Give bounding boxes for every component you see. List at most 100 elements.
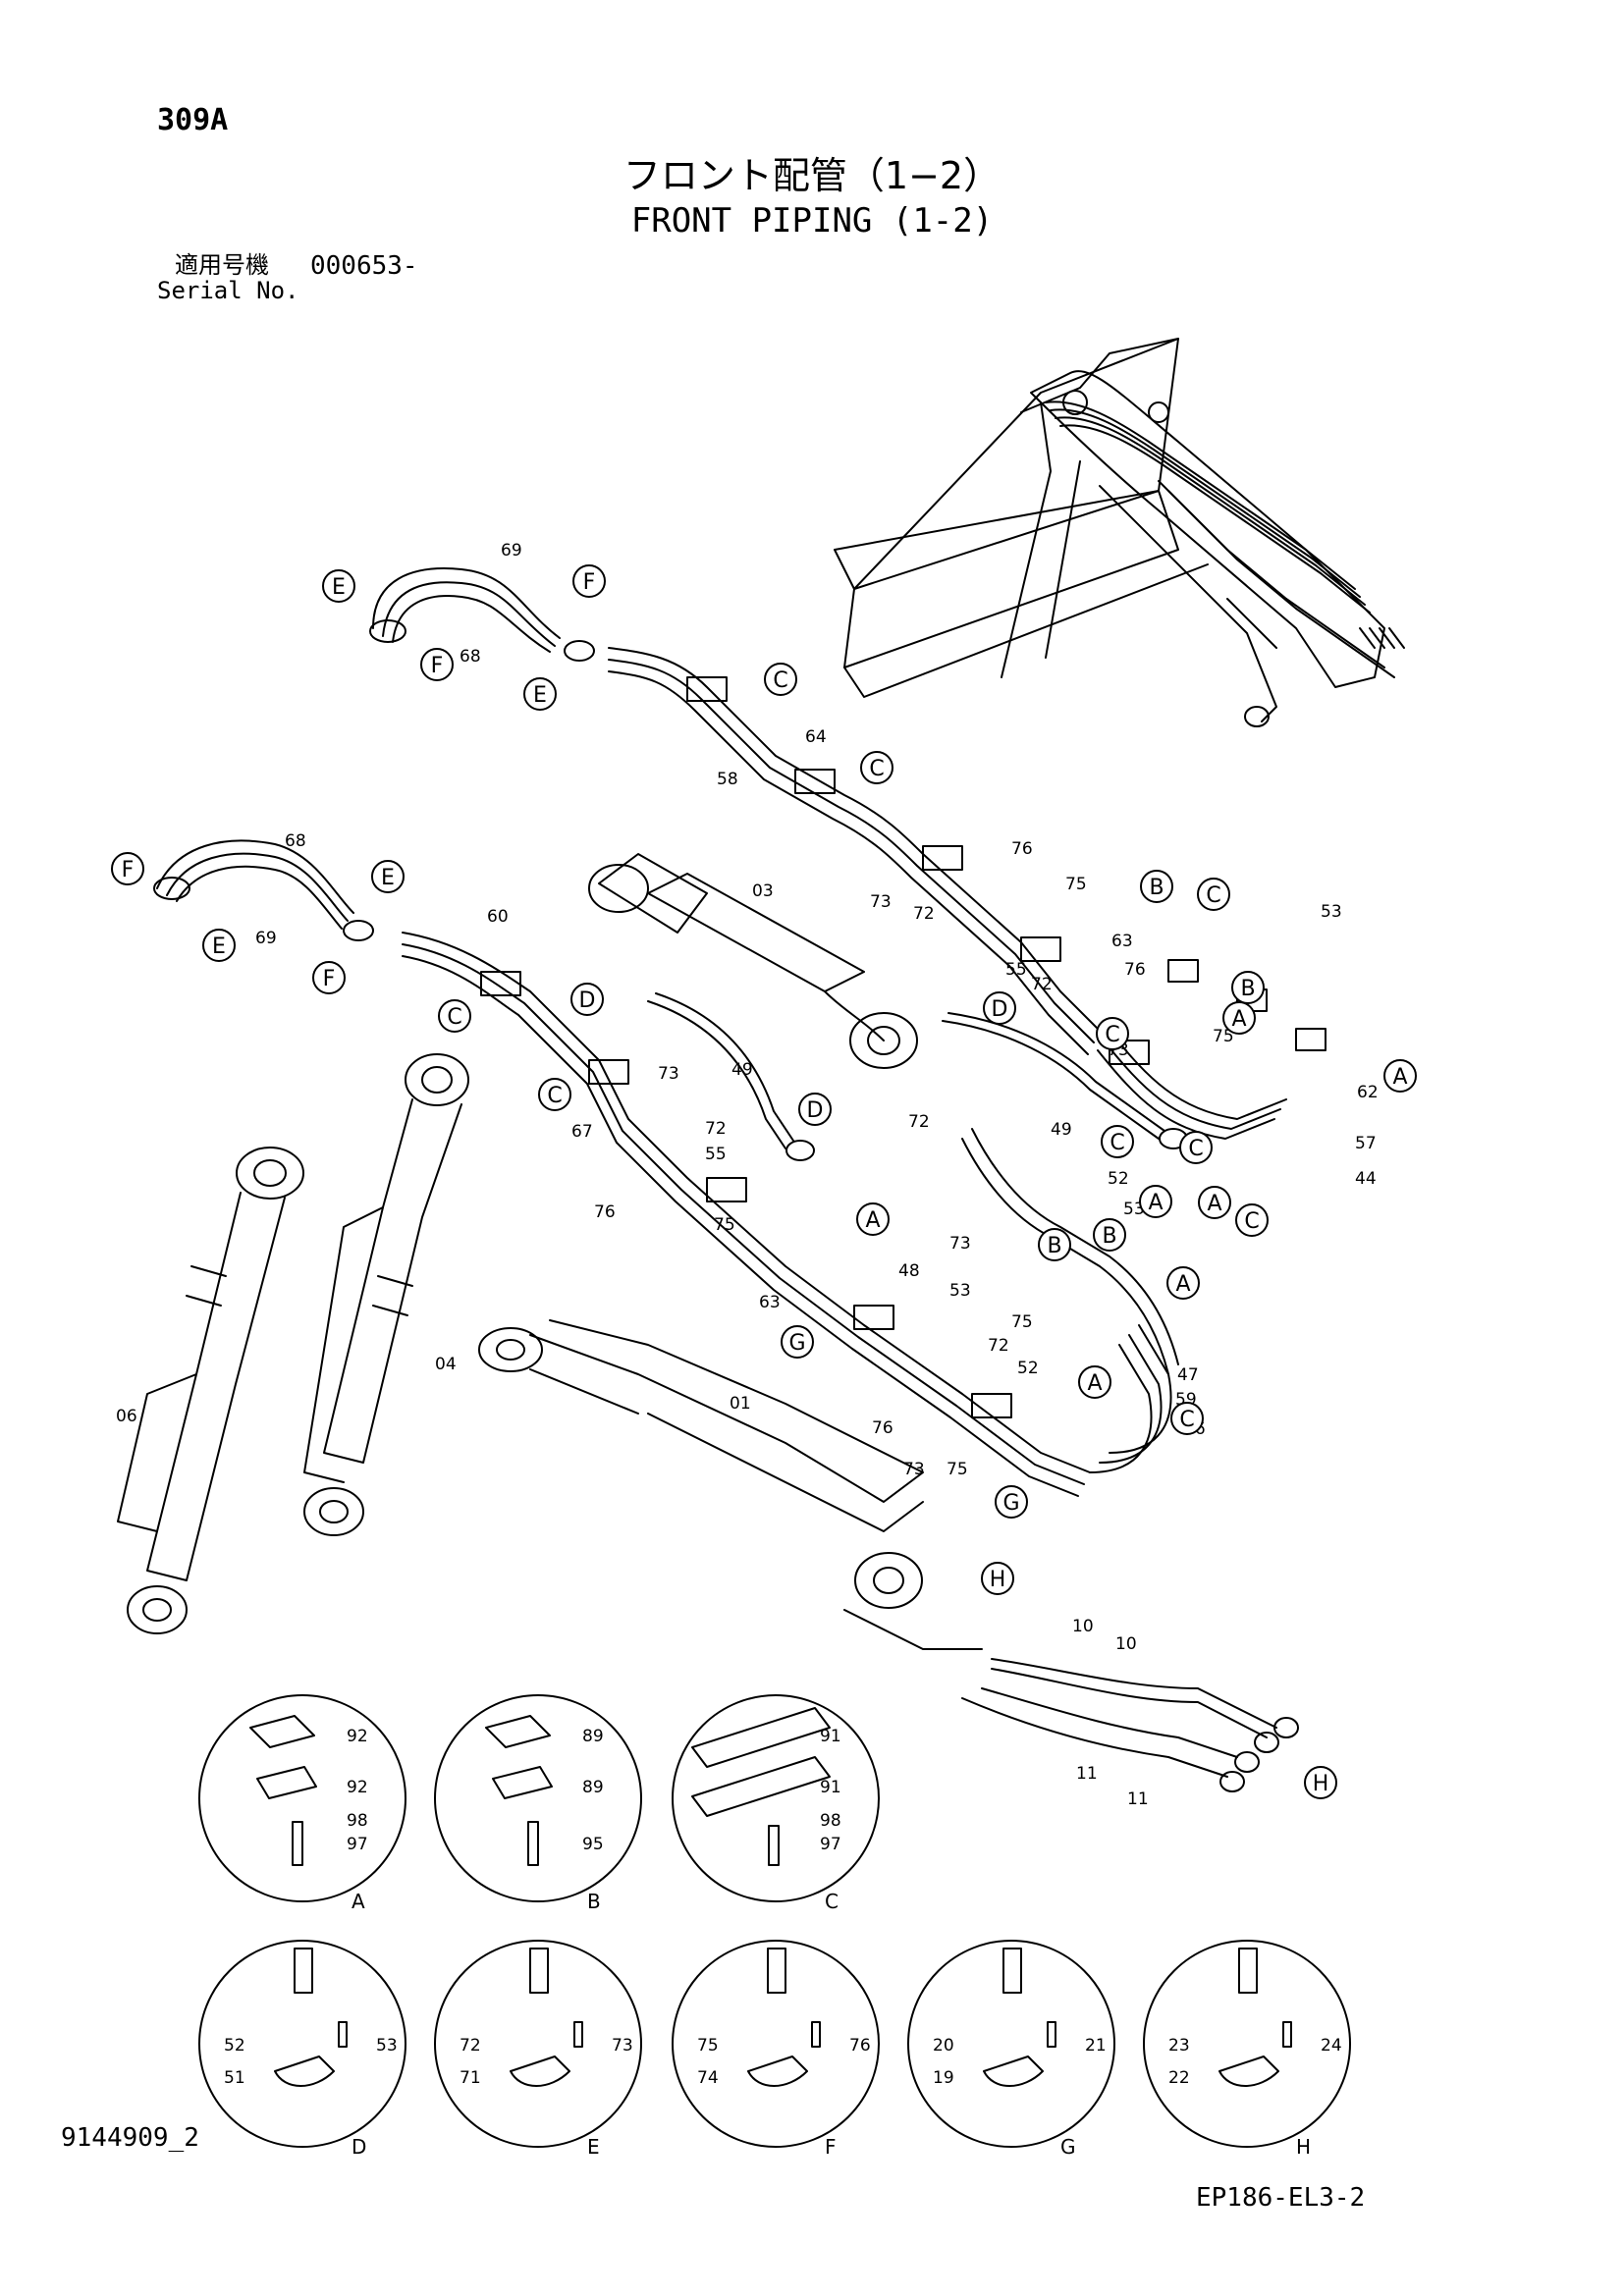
svg-text:E: E xyxy=(381,866,395,890)
callout-f: F xyxy=(312,961,346,994)
sheet-code: EP186-EL3-2 xyxy=(1196,2183,1366,2213)
svg-text:A: A xyxy=(1392,1065,1407,1090)
detail-part-label: 76 xyxy=(849,2036,871,2056)
svg-text:C: C xyxy=(1206,883,1220,908)
detail-part-label: 98 xyxy=(820,1811,841,1831)
svg-text:A: A xyxy=(1207,1192,1221,1216)
part-number-label: 64 xyxy=(805,727,827,747)
svg-text:E: E xyxy=(332,575,346,600)
svg-text:C: C xyxy=(1188,1137,1203,1161)
part-number-label: 10 xyxy=(1115,1634,1137,1654)
callout-g: G xyxy=(995,1485,1028,1519)
part-number-label: 57 xyxy=(1355,1134,1377,1153)
excavator-front-attachment xyxy=(834,338,1405,727)
svg-text:A: A xyxy=(1148,1191,1163,1215)
detail-part-label: 91 xyxy=(820,1778,841,1797)
detail-letter: H xyxy=(1296,2135,1311,2159)
svg-text:C: C xyxy=(1179,1408,1194,1432)
callout-c: C xyxy=(1235,1203,1269,1237)
callout-a: A xyxy=(1139,1185,1172,1218)
callout-g: G xyxy=(781,1325,814,1359)
detail-part-label: 97 xyxy=(347,1835,368,1854)
svg-text:F: F xyxy=(583,570,596,595)
detail-letter: C xyxy=(825,1890,839,1913)
part-number-label: 01 xyxy=(730,1394,751,1414)
detail-letter: B xyxy=(587,1890,601,1913)
detail-part-label: 72 xyxy=(460,2036,481,2056)
detail-part-label: 19 xyxy=(933,2068,954,2088)
detail-circles xyxy=(198,1694,1351,2148)
part-number-label: 69 xyxy=(501,541,522,561)
callout-d: D xyxy=(983,991,1016,1025)
svg-text:G: G xyxy=(788,1331,805,1356)
callout-e: E xyxy=(523,677,557,711)
svg-text:F: F xyxy=(122,858,135,882)
part-number-label: 53 xyxy=(1123,1200,1145,1219)
svg-text:E: E xyxy=(212,934,226,959)
part-number-label: 11 xyxy=(1076,1764,1098,1784)
detail-part-label: 24 xyxy=(1321,2036,1342,2056)
callout-a: A xyxy=(1198,1186,1231,1219)
detail-part-label: 74 xyxy=(697,2068,719,2088)
svg-text:H: H xyxy=(1313,1772,1329,1796)
svg-text:F: F xyxy=(431,654,444,678)
page-number: 309A xyxy=(157,103,229,137)
detail-letter: D xyxy=(352,2135,366,2159)
svg-text:C: C xyxy=(447,1005,461,1030)
callout-a: A xyxy=(1383,1059,1417,1093)
svg-text:A: A xyxy=(1231,1007,1246,1032)
part-number-label: 63 xyxy=(759,1293,781,1312)
detail-part-label: 75 xyxy=(697,2036,719,2056)
detail-part-label: 98 xyxy=(347,1811,368,1831)
part-number-label: 04 xyxy=(435,1355,457,1374)
part-number-label: 72 xyxy=(988,1336,1009,1356)
drawing-number: 9144909_2 xyxy=(61,2123,199,2153)
part-number-label: 76 xyxy=(1011,839,1033,859)
svg-text:C: C xyxy=(1110,1131,1124,1155)
serial-number-value: 000653- xyxy=(310,251,418,281)
part-number-label: 63 xyxy=(1111,932,1133,951)
svg-text:A: A xyxy=(1087,1371,1102,1396)
part-number-label: 49 xyxy=(731,1060,753,1080)
callout-b: B xyxy=(1038,1228,1071,1261)
callout-c: C xyxy=(538,1078,571,1111)
part-number-label: 72 xyxy=(1031,975,1053,994)
callout-e: E xyxy=(202,929,236,962)
part-number-label: 76 xyxy=(594,1202,616,1222)
boom-cylinder-01 xyxy=(478,1319,1299,1792)
part-number-label: 62 xyxy=(1357,1083,1379,1102)
callout-a: A xyxy=(856,1202,890,1236)
part-number-label: 75 xyxy=(947,1460,968,1479)
part-number-label: 76 xyxy=(1124,960,1146,980)
callout-c: C xyxy=(438,999,471,1033)
bucket-cylinder-03 xyxy=(588,853,1188,1161)
detail-part-label: 73 xyxy=(612,2036,633,2056)
part-number-label: 49 xyxy=(1051,1120,1072,1140)
detail-part-label: 89 xyxy=(582,1778,604,1797)
detail-part-label: 21 xyxy=(1085,2036,1107,2056)
callout-e: E xyxy=(371,860,405,893)
callout-c: C xyxy=(1096,1017,1129,1050)
detail-part-label: 23 xyxy=(1168,2036,1190,2056)
svg-text:H: H xyxy=(990,1568,1006,1592)
svg-text:D: D xyxy=(992,997,1008,1022)
part-number-label: 53 xyxy=(1321,902,1342,922)
part-number-label: 75 xyxy=(1065,875,1087,894)
svg-text:A: A xyxy=(1175,1272,1190,1297)
detail-letter: A xyxy=(352,1890,365,1913)
part-number-label: 73 xyxy=(949,1234,971,1254)
detail-part-label: 52 xyxy=(224,2036,245,2056)
callout-d: D xyxy=(570,983,604,1016)
part-number-label: 69 xyxy=(255,929,277,948)
part-number-label: 48 xyxy=(898,1261,920,1281)
part-number-label: 76 xyxy=(872,1418,893,1438)
